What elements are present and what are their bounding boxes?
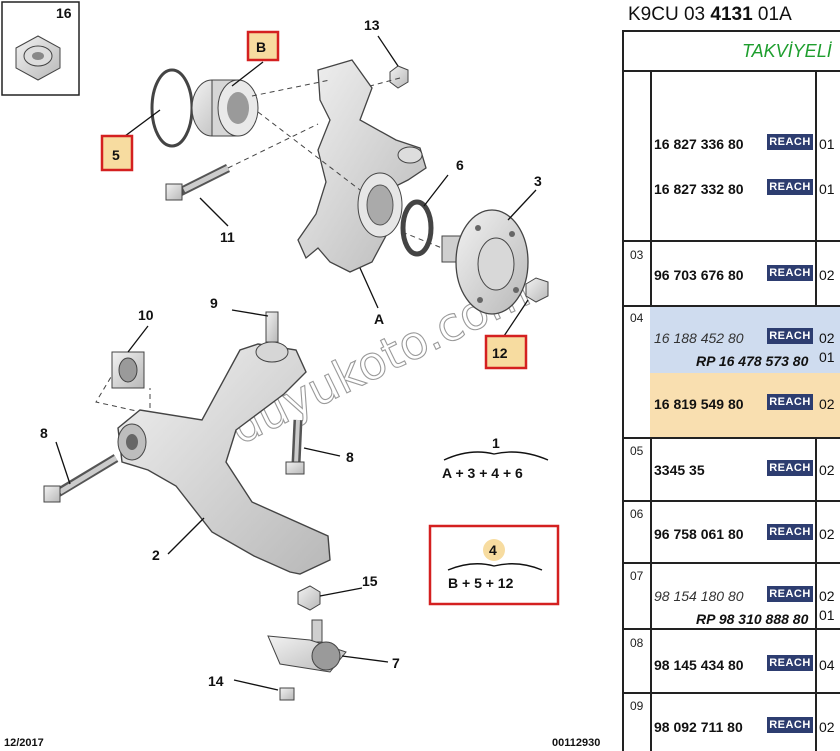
quantity: 02 — [819, 462, 835, 478]
callout-16: 16 — [56, 5, 72, 21]
group-number: 09 — [630, 699, 644, 713]
dust-seal — [400, 199, 434, 257]
quantity: 01 — [819, 181, 835, 197]
quantity: 04 — [819, 657, 835, 673]
part-number[interactable]: 16 827 336 80 — [654, 136, 744, 152]
reach-badge: REACH — [767, 524, 813, 540]
steering-knuckle — [297, 59, 427, 273]
bolt-8-left — [43, 454, 119, 503]
part-number-superseded[interactable]: 98 154 180 80 — [654, 588, 744, 604]
snap-ring — [150, 68, 194, 148]
reach-badge: REACH — [767, 717, 813, 733]
part-number[interactable]: 96 703 676 80 — [654, 267, 744, 283]
nut-inset-box: 16 — [1, 1, 80, 96]
reference-title: K9CU 03 4131 01A — [628, 4, 792, 26]
group-number: 06 — [630, 507, 644, 521]
lower-control-arm — [117, 311, 331, 575]
highlight-box-5 — [100, 134, 134, 172]
exploded-parts-diagram: 16 duyukoto.com — [1, 1, 600, 749]
callout-9: 9 — [210, 295, 218, 311]
bolt-11 — [165, 163, 231, 201]
reach-badge: REACH — [767, 134, 813, 150]
formula-4-text: B + 5 + 12 — [448, 575, 514, 591]
group-number: 08 — [630, 636, 644, 650]
title-prefix: K9CU 03 — [628, 4, 711, 25]
group-number: 05 — [630, 444, 644, 458]
callout-5: 5 — [112, 147, 120, 163]
quantity: 01 — [819, 349, 835, 365]
quantity: 02 — [819, 719, 835, 735]
wheel-hub — [441, 209, 529, 315]
callout-8-right: 8 — [346, 449, 354, 465]
part-number[interactable]: 98 092 711 80 — [654, 719, 743, 735]
formula-1: 1 A + 3 + 4 + 6 — [442, 435, 549, 481]
callout-7: 7 — [392, 655, 400, 671]
part-number[interactable]: 16 827 332 80 — [654, 181, 744, 197]
reinforced-label: TAKVİYELİ — [742, 41, 832, 61]
quantity: 02 — [819, 526, 835, 542]
quantity: 01 — [819, 607, 835, 623]
callout-8-left: 8 — [40, 425, 48, 441]
reach-badge: REACH — [767, 460, 813, 476]
reach-badge: REACH — [767, 265, 813, 281]
callout-11: 11 — [220, 229, 235, 245]
callout-3: 3 — [534, 173, 542, 189]
nut-13 — [389, 65, 409, 89]
quantity: 01 — [819, 136, 835, 152]
leader-lines — [55, 35, 537, 691]
doc-number: 00112930 — [552, 737, 600, 749]
group-number: 07 — [630, 569, 644, 583]
callout-14: 14 — [208, 673, 224, 689]
highlight-box-formula-4 — [428, 524, 560, 606]
callout-10: 10 — [138, 307, 154, 323]
date-label: 12/2017 — [4, 737, 44, 749]
hub-nut — [525, 277, 549, 303]
reach-badge: REACH — [767, 179, 813, 195]
formula-4: 4 B + 5 + 12 — [428, 524, 560, 606]
bolt-8-right — [285, 419, 305, 475]
part-number[interactable]: 16 819 549 80 — [654, 396, 744, 412]
part-number[interactable]: 96 758 061 80 — [654, 526, 744, 542]
callout-2: 2 — [152, 547, 160, 563]
clamp-bracket — [111, 351, 145, 389]
highlight-box-b — [246, 30, 280, 62]
part-number[interactable]: 3345 35 — [654, 462, 705, 478]
part-number[interactable]: 98 145 434 80 — [654, 657, 744, 673]
callout-15: 15 — [362, 573, 378, 589]
reach-badge: REACH — [767, 328, 813, 344]
highlight-box-12 — [484, 334, 528, 370]
formula-4-number: 4 — [489, 542, 497, 558]
ball-joint — [267, 585, 347, 701]
quantity: 02 — [819, 330, 835, 346]
assembly-lines — [95, 77, 443, 415]
reach-badge: REACH — [767, 586, 813, 602]
callout-labels: B 13 5 6 3 11 A 12 9 10 8 8 2 15 7 14 — [40, 17, 542, 689]
formula-1-number: 1 — [492, 435, 500, 451]
callout-12: 12 — [492, 345, 508, 361]
replacement-part-number[interactable]: RP 98 310 888 80 — [696, 611, 809, 627]
formula-1-text: A + 3 + 4 + 6 — [442, 465, 523, 481]
wheel-bearing — [191, 79, 259, 137]
title-bold: 4131 — [710, 4, 753, 25]
group-number: 04 — [630, 311, 644, 325]
replacement-part-number[interactable]: RP 16 478 573 80 — [696, 353, 809, 369]
quantity: 02 — [819, 588, 835, 604]
group-number: 03 — [630, 248, 644, 262]
quantity: 02 — [819, 267, 835, 283]
title-suffix: 01A — [752, 4, 792, 25]
callout-B: B — [256, 39, 266, 55]
reach-badge: REACH — [767, 394, 813, 410]
callout-A: A — [374, 311, 384, 327]
reach-badge: REACH — [767, 655, 813, 671]
callout-13: 13 — [364, 17, 380, 33]
part-number-superseded[interactable]: 16 188 452 80 — [654, 330, 744, 346]
parts-list-panel: K9CU 03 4131 01A TAKVİYELİ 16 827 336 80… — [622, 0, 840, 751]
callout-6: 6 — [456, 157, 464, 173]
quantity: 02 — [819, 396, 835, 412]
